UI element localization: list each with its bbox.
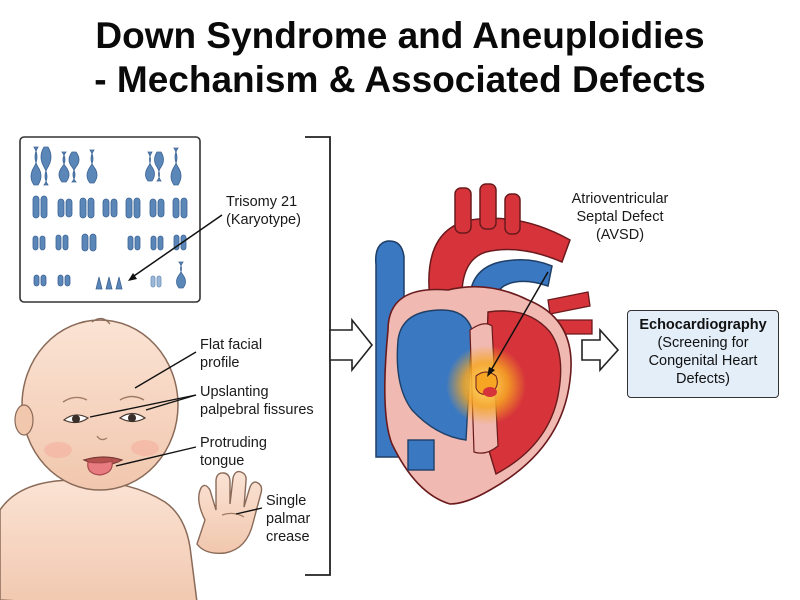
arrow-to-echo (581, 327, 620, 373)
leader-avsd (489, 271, 549, 373)
echo-title: Echocardiography (639, 317, 767, 333)
echocardiography-box: Echocardiography (Screening for Congenit… (627, 310, 779, 398)
leader-flat-facial (134, 351, 197, 389)
leader-upslant-1 (145, 394, 197, 411)
trisomy-21-label: Trisomy 21 (Karyotype) (226, 194, 301, 228)
flat-facial-label: Flat facial profile (200, 337, 263, 371)
baby-hand (196, 470, 263, 554)
palmar-crease-label: Single palmar crease (266, 493, 311, 545)
upslanting-label: Upslanting palpebral fissures (200, 384, 314, 418)
protruding-tongue (87, 460, 113, 476)
y-chromosome (176, 261, 186, 289)
trisomy-21-chromosomes (95, 276, 123, 290)
leader-upslant-2 (89, 394, 197, 418)
leader-crease (235, 507, 263, 515)
baby-eye-right (118, 412, 147, 423)
leader-tongue (115, 446, 197, 467)
avsd-label: Atrioventricular Septal Defect (AVSD) (571, 191, 669, 243)
heart-illustration (375, 183, 593, 505)
title-line-1: Down Syndrome and Aneuploidies (95, 15, 705, 56)
title-line-2: - Mechanism & Associated Defects (94, 59, 706, 100)
baby-illustration (0, 317, 263, 600)
sex-chromosomes (150, 275, 162, 288)
karyotype-panel (19, 136, 223, 303)
arrow-to-heart (329, 317, 374, 373)
page-title: Down Syndrome and Aneuploidies - Mechani… (0, 14, 800, 102)
chromosome-set (30, 146, 188, 287)
baby-eye-left (62, 414, 90, 424)
tongue-label: Protruding tongue (200, 435, 267, 469)
